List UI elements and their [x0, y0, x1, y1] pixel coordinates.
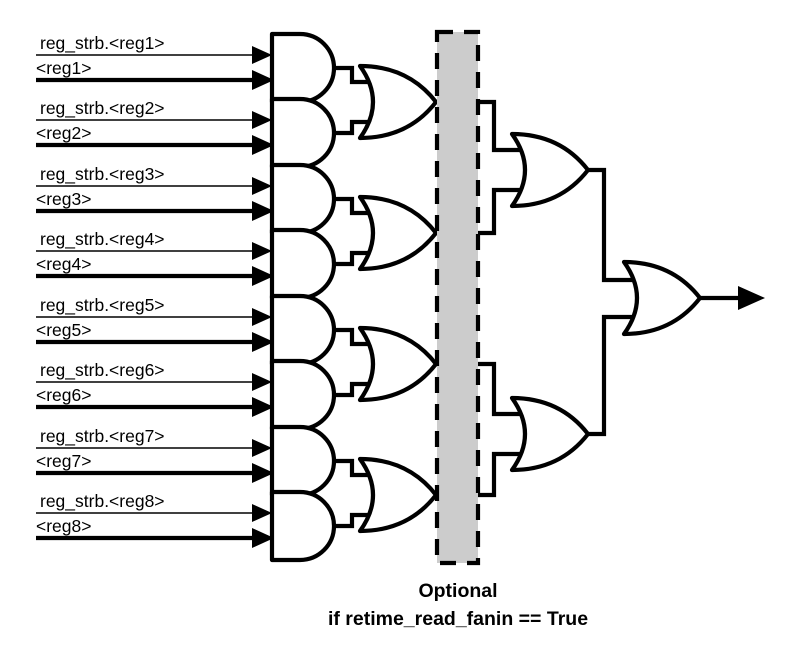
data-arrow-4	[252, 266, 274, 286]
wire-and4-or2	[334, 250, 372, 267]
and-gate-6	[269, 358, 337, 432]
wire-retime1-orL2a	[478, 99, 522, 153]
data-arrow-6	[252, 397, 274, 417]
signal-labels-group: reg_strb.<reg1> <reg1> reg_strb.<reg2> <…	[36, 33, 165, 536]
data-arrow-8	[252, 528, 274, 548]
output-group	[698, 286, 765, 310]
or-gate-l1-4	[357, 456, 439, 534]
and-gate-5	[269, 293, 337, 367]
or-gate-level2-bank	[509, 131, 591, 473]
and-gate-bank	[269, 31, 337, 563]
strobe-arrow-5	[252, 308, 272, 326]
data-arrow-7	[252, 463, 274, 483]
label-data-6: <reg6>	[36, 385, 91, 405]
wire-and7-or4	[334, 458, 372, 478]
wire-and1-or1	[334, 65, 372, 85]
or-gate-l1-1	[357, 63, 439, 141]
caption-line-optional: Optional	[418, 580, 497, 602]
wire-and2-or1	[334, 119, 372, 136]
label-data-2: <reg2>	[36, 123, 91, 143]
or-gate-l2-upper	[509, 131, 591, 209]
wire-retime3-orL2b	[478, 361, 522, 417]
and-gate-3	[269, 162, 337, 236]
or-gate-l1-2	[357, 194, 439, 272]
wire-and8-or4	[334, 512, 372, 529]
or-gate-final	[621, 259, 703, 337]
strobe-arrow-4	[252, 242, 272, 260]
label-data-1: <reg1>	[36, 58, 91, 78]
wire-retime4-orL2b	[478, 451, 522, 498]
data-arrow-1	[252, 70, 274, 90]
label-strobe-7: reg_strb.<reg7>	[40, 426, 165, 447]
and-to-or1-wires	[334, 65, 372, 529]
strobe-arrow-8	[252, 504, 272, 522]
strobe-arrow-7	[252, 439, 272, 457]
wire-and6-or3	[334, 381, 372, 398]
and-gate-4	[269, 227, 337, 301]
wire-orL2a-final	[586, 167, 634, 283]
and-gate-8	[269, 489, 337, 563]
label-data-4: <reg4>	[36, 254, 91, 274]
and-gate-1	[269, 31, 337, 105]
and-gate-2	[269, 96, 337, 170]
output-arrow	[738, 286, 765, 310]
label-data-7: <reg7>	[36, 451, 91, 471]
input-wires-group	[36, 46, 274, 548]
data-arrow-5	[252, 332, 274, 352]
or-gate-l2-lower	[509, 395, 591, 473]
strobe-arrow-6	[252, 373, 272, 391]
label-strobe-3: reg_strb.<reg3>	[40, 164, 165, 185]
label-strobe-5: reg_strb.<reg5>	[40, 295, 165, 316]
wire-orL2b-final	[586, 314, 634, 437]
label-data-5: <reg5>	[36, 320, 91, 340]
label-strobe-2: reg_strb.<reg2>	[40, 98, 165, 119]
data-arrow-2	[252, 135, 274, 155]
retime-caption-group: Optional if retime_read_fanin == True	[328, 580, 588, 630]
or2-to-final-wires	[586, 167, 634, 437]
label-data-3: <reg3>	[36, 189, 91, 209]
or-gate-level1-bank	[357, 63, 439, 534]
and-gate-7	[269, 424, 337, 498]
retime-to-or2-wires	[478, 99, 522, 498]
data-arrow-3	[252, 201, 274, 221]
label-strobe-6: reg_strb.<reg6>	[40, 360, 165, 381]
strobe-arrow-3	[252, 177, 272, 195]
wire-and5-or3	[334, 327, 372, 347]
label-data-8: <reg8>	[36, 516, 91, 536]
label-strobe-4: reg_strb.<reg4>	[40, 229, 165, 250]
strobe-arrow-2	[252, 111, 272, 129]
retime-register-bar	[434, 29, 481, 566]
wire-and3-or2	[334, 196, 372, 216]
strobe-arrow-1	[252, 46, 272, 64]
caption-line-condition: if retime_read_fanin == True	[328, 608, 588, 630]
wire-retime2-orL2a	[478, 187, 522, 236]
label-strobe-8: reg_strb.<reg8>	[40, 491, 165, 512]
label-strobe-1: reg_strb.<reg1>	[40, 33, 165, 54]
or-gate-l1-3	[357, 325, 439, 403]
